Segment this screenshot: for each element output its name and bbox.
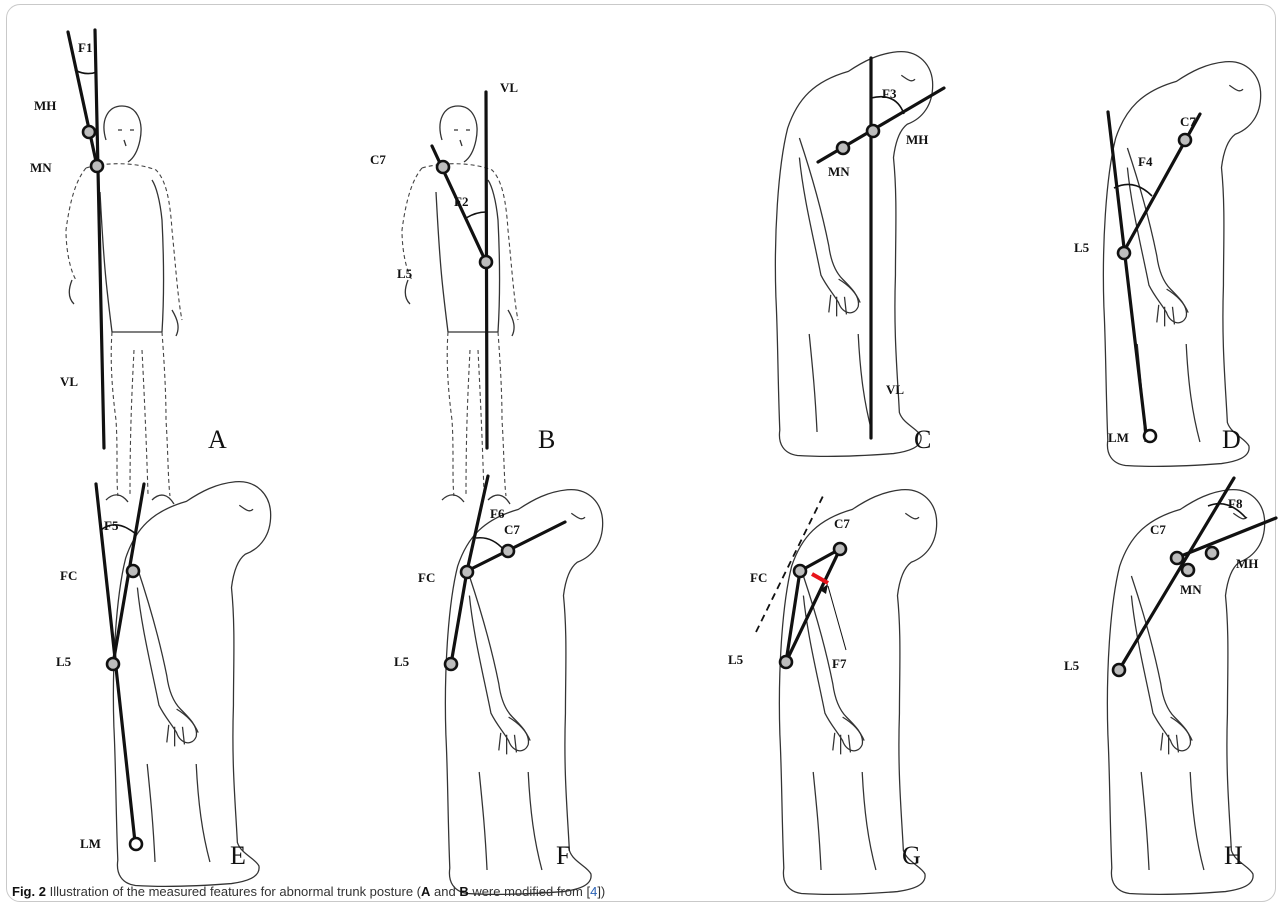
point-lm (130, 838, 142, 850)
panel-c: F3 MH MN VL C (775, 52, 944, 457)
label-vl: VL (60, 374, 78, 389)
label-fc: FC (750, 570, 767, 585)
panel-letter-f: F (556, 841, 570, 870)
fc-up-line (467, 476, 488, 571)
angle-arc-f6 (476, 538, 504, 550)
point-fc (461, 566, 473, 578)
point-mn (837, 142, 849, 154)
label-l5: L5 (1064, 658, 1080, 673)
caption-text-and: and (430, 884, 459, 899)
label-f2: F2 (454, 194, 468, 209)
label-l5: L5 (397, 266, 413, 281)
caption-text-start: Illustration of the measured features fo… (50, 884, 421, 899)
label-mh: MH (906, 132, 928, 147)
panel-h: F8 C7 MH MN L5 H (1064, 478, 1276, 894)
panel-g: C7 FC L5 F7 G (728, 490, 937, 895)
caption-text-end: ]) (597, 884, 605, 899)
label-f7: F7 (832, 656, 847, 671)
point-l5 (445, 658, 457, 670)
mn-mh-line (1176, 518, 1276, 558)
l5-c7-line (1119, 478, 1234, 670)
point-c7 (834, 543, 846, 555)
caption-bold-b: B (459, 884, 468, 899)
f7-leader-line (828, 586, 846, 650)
panel-letter-c: C (914, 425, 931, 454)
label-c7: C7 (1150, 522, 1166, 537)
panel-b: VL C7 F2 L5 B (370, 80, 555, 504)
point-mh (867, 125, 879, 137)
vertical-line-vl (486, 92, 487, 448)
label-l5: L5 (56, 654, 72, 669)
label-lm: LM (1108, 430, 1129, 445)
point-l5 (780, 656, 792, 668)
label-l5: L5 (728, 652, 744, 667)
angle-arc-f2 (466, 212, 486, 218)
label-mh: MH (34, 98, 56, 113)
label-c7: C7 (834, 516, 850, 531)
label-mh: MH (1236, 556, 1258, 571)
label-f6: F6 (490, 506, 505, 521)
label-mn: MN (828, 164, 850, 179)
panel-d: C7 F4 L5 LM D (1074, 62, 1261, 467)
label-c7: C7 (370, 152, 386, 167)
panel-letter-e: E (230, 841, 246, 870)
figure-number: Fig. 2 (12, 884, 46, 899)
caption-bold-a: A (421, 884, 430, 899)
point-fc (127, 565, 139, 577)
point-c7 (502, 545, 514, 557)
label-fc: FC (60, 568, 77, 583)
point-lm (1144, 430, 1156, 442)
point-c7 (437, 161, 449, 173)
panel-letter-g: G (902, 841, 921, 870)
point-c7 (1179, 134, 1191, 146)
label-vl: VL (886, 382, 904, 397)
label-l5: L5 (394, 654, 410, 669)
label-mn: MN (1180, 582, 1202, 597)
panel-letter-d: D (1222, 425, 1241, 454)
label-f3: F3 (882, 86, 897, 101)
panel-a: F1 MH MN VL A (30, 30, 227, 504)
point-l5 (1118, 247, 1130, 259)
point-fc (794, 565, 806, 577)
label-fc: FC (418, 570, 435, 585)
label-f4: F4 (1138, 154, 1153, 169)
point-mh (1206, 547, 1218, 559)
figure-caption: Fig. 2 Illustration of the measured feat… (12, 884, 1112, 899)
label-vl: VL (500, 80, 518, 95)
label-lm: LM (80, 836, 101, 851)
label-c7: C7 (1180, 114, 1196, 129)
label-f5: F5 (104, 518, 119, 533)
label-l5: L5 (1074, 240, 1090, 255)
point-mn (91, 160, 103, 172)
point-mh (83, 126, 95, 138)
point-l5 (107, 658, 119, 670)
panel-letter-b: B (538, 425, 555, 454)
label-f8: F8 (1228, 496, 1243, 511)
panel-letter-h: H (1224, 841, 1243, 870)
point-c7 (1171, 552, 1183, 564)
caption-text-mid: were modified from [ (469, 884, 590, 899)
panel-e: F5 FC L5 LM E (56, 482, 271, 887)
point-l5 (480, 256, 492, 268)
label-f1: F1 (78, 40, 92, 55)
label-c7: C7 (504, 522, 520, 537)
point-l5 (1113, 664, 1125, 676)
panel-f: F6 C7 FC L5 F (394, 476, 603, 894)
angle-arc-f4 (1114, 184, 1152, 196)
panel-letter-a: A (208, 425, 227, 454)
label-mn: MN (30, 160, 52, 175)
point-mn (1182, 564, 1194, 576)
